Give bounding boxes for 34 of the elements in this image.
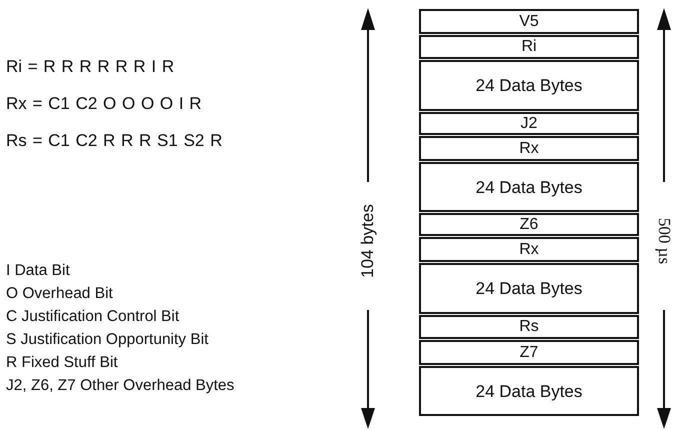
field-label: Rx bbox=[519, 242, 539, 258]
key-entry: I Data Bit bbox=[6, 262, 70, 280]
frame-field bbox=[419, 35, 639, 59]
dimension-label: 104 bytes bbox=[358, 204, 378, 278]
frame-field bbox=[419, 136, 639, 161]
field-label: Rs bbox=[519, 319, 539, 335]
key-entry: C Justification Control Bit bbox=[6, 308, 180, 326]
frame-field bbox=[419, 315, 639, 339]
field-label: V5 bbox=[519, 14, 539, 30]
key-entry: S Justification Opportunity Bit bbox=[6, 331, 208, 349]
frame-field bbox=[419, 213, 639, 236]
frame-field bbox=[419, 162, 639, 212]
field-label: Ri bbox=[521, 39, 537, 55]
field-label: Z7 bbox=[520, 344, 538, 360]
key-entry: J2, Z6, Z7 Other Overhead Bytes bbox=[6, 377, 234, 395]
bit-equation: Ri = R R R R R R I R bbox=[6, 57, 174, 77]
frame-field bbox=[419, 366, 639, 416]
key-entry: R Fixed Stuff Bit bbox=[6, 354, 118, 372]
field-label: J2 bbox=[520, 116, 538, 132]
frame-field bbox=[419, 340, 639, 365]
frame-field bbox=[419, 237, 639, 262]
field-label: Rx bbox=[519, 140, 539, 156]
frame-field bbox=[419, 263, 639, 314]
frame-field bbox=[419, 60, 639, 111]
field-label: 24 Data Bytes bbox=[476, 178, 582, 196]
bit-equation: Rx = C1 C2 O O O O I R bbox=[6, 94, 202, 114]
bit-equation: Rs = C1 C2 R R R S1 S2 R bbox=[6, 131, 222, 151]
frame-field bbox=[419, 9, 639, 34]
field-label: 24 Data Bytes bbox=[476, 77, 582, 94]
frame-field bbox=[419, 112, 639, 135]
key-entry: O Overhead Bit bbox=[6, 285, 113, 303]
field-label: 24 Data Bytes bbox=[476, 280, 582, 297]
field-label: 24 Data Bytes bbox=[476, 382, 582, 400]
field-label: Z6 bbox=[520, 216, 538, 232]
